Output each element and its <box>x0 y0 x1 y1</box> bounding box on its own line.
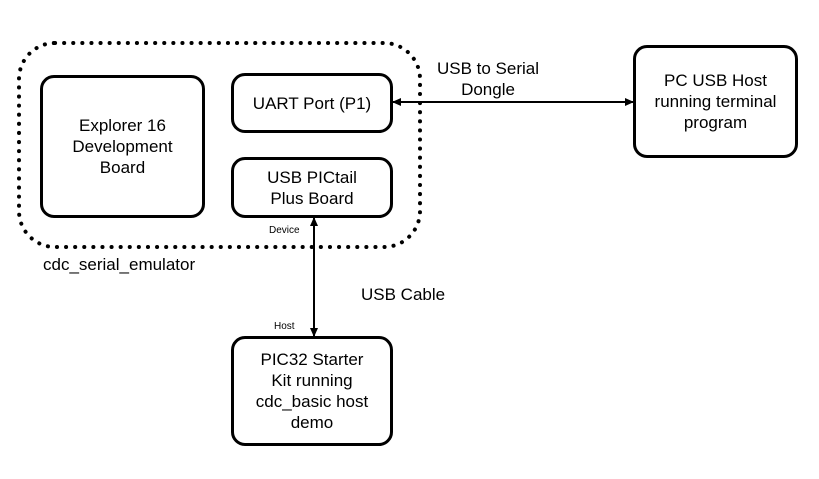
uart-port-box: UART Port (P1) <box>231 73 393 133</box>
uart-port-label: UART Port (P1) <box>252 93 372 113</box>
usb-pictail-box: USB PICtail Plus Board <box>231 157 393 218</box>
explorer-16-board-box: Explorer 16 Development Board <box>40 75 205 218</box>
host-label: Host <box>274 321 295 332</box>
device-label: Device <box>269 225 300 236</box>
usb-pictail-label: USB PICtail Plus Board <box>267 167 357 208</box>
group-boundary <box>17 41 422 249</box>
dongle-label: USB to Serial Dongle <box>436 59 540 99</box>
pic32-starter-kit-box: PIC32 Starter Kit running cdc_basic host… <box>231 336 393 446</box>
cable-label: USB Cable <box>361 285 446 304</box>
explorer-16-board-label: Explorer 16 Development Board <box>72 116 173 177</box>
pc-usb-host-box: PC USB Host running terminal program <box>633 45 798 158</box>
pic32-starter-kit-label: PIC32 Starter Kit running cdc_basic host… <box>255 350 369 432</box>
group-label: cdc_serial_emulator <box>43 255 196 274</box>
pc-usb-host-label: PC USB Host running terminal program <box>654 71 777 132</box>
